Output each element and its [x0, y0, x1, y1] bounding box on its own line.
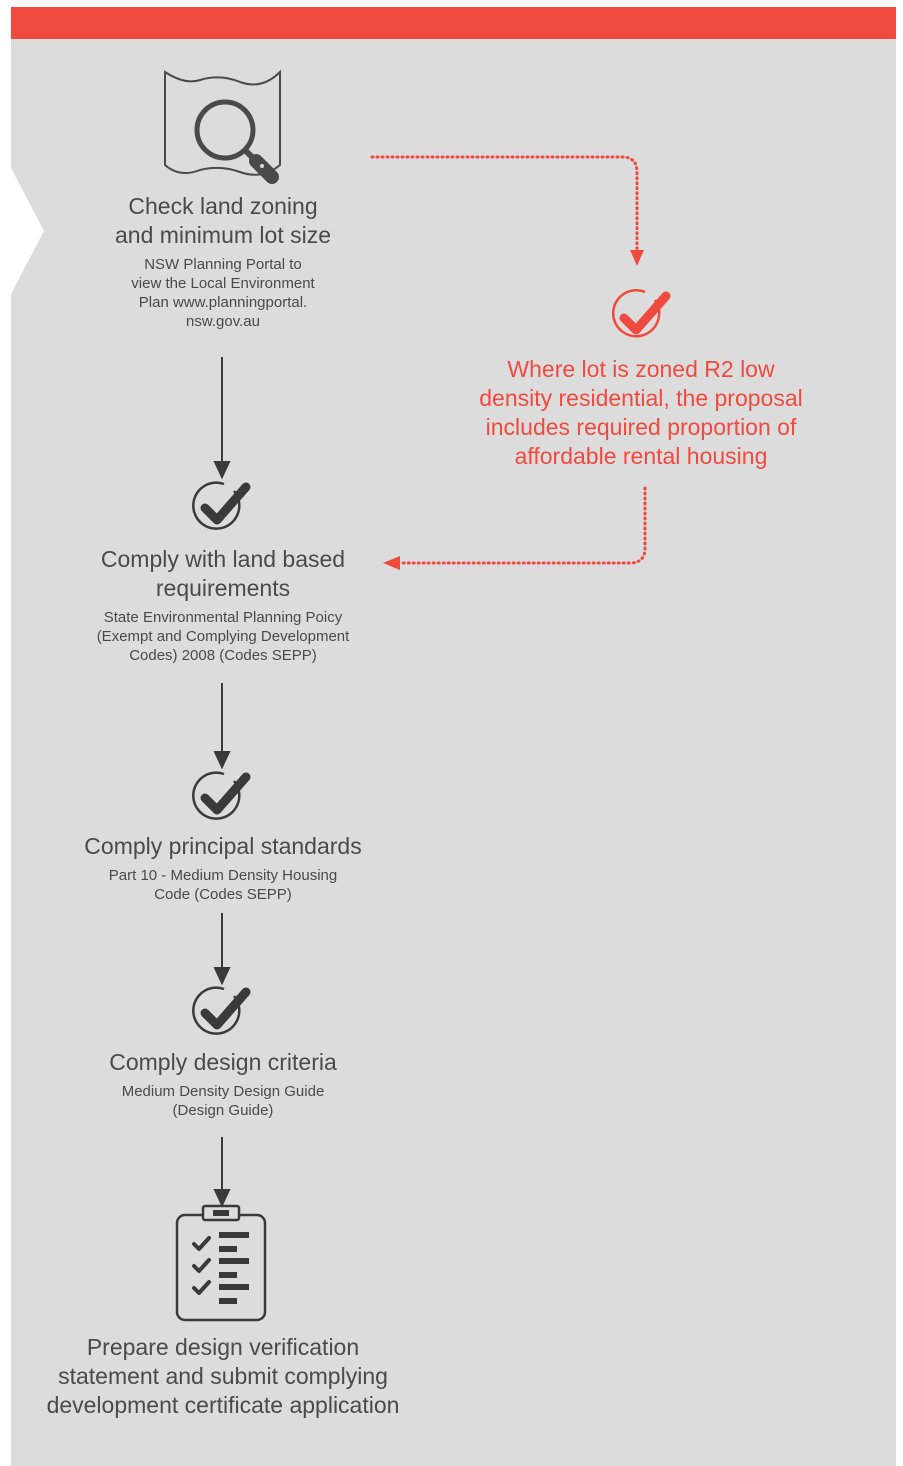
title-line: includes required proportion of	[485, 414, 797, 440]
subtitle-line: (Design Guide)	[172, 1102, 274, 1119]
title-line: Check land zoning	[128, 193, 318, 219]
subtitle-line: Medium Density Design Guide	[121, 1083, 325, 1100]
title-line: development certificate application	[46, 1392, 400, 1418]
title-line: Comply with land based	[100, 546, 346, 572]
check-circle-icon	[192, 771, 251, 820]
title-line: requirements	[155, 575, 291, 601]
subtitle-line: Code (Codes SEPP)	[154, 886, 292, 903]
chevron-marker	[11, 168, 44, 294]
dotted-arrow-to-land-based	[398, 486, 647, 565]
step-design-criteria: Comply design criteria Medium Density De…	[40, 1048, 406, 1120]
title-line: statement and submit complying	[58, 1363, 388, 1389]
check-circle-icon	[192, 481, 251, 530]
diagram-background	[11, 7, 896, 1466]
step-check-zoning: Check land zoning and minimum lot size N…	[40, 192, 406, 331]
subtitle-line: Plan www.planningportal.	[138, 294, 308, 311]
step-title: Comply with land based requirements	[40, 545, 406, 603]
step-subtitle: State Environmental Planning Poicy (Exem…	[40, 608, 406, 665]
subtitle-line: State Environmental Planning Poicy	[103, 609, 343, 626]
dotted-arrow-to-affordable	[370, 155, 639, 252]
subtitle-line: Part 10 - Medium Density Housing	[108, 867, 338, 884]
arrow-head	[213, 1189, 231, 1208]
title-line: density residential, the proposal	[479, 385, 803, 411]
step-title: Check land zoning and minimum lot size	[40, 192, 406, 250]
step-principal-standards: Comply principal standards Part 10 - Med…	[40, 832, 406, 904]
subtitle-line: Codes) 2008 (Codes SEPP)	[129, 647, 317, 664]
arrow-head	[213, 461, 231, 480]
subtitle-line: (Exempt and Complying Development	[96, 628, 350, 645]
title-line: Prepare design verification	[86, 1334, 360, 1360]
title-line: affordable rental housing	[514, 443, 768, 469]
step-title: Comply principal standards	[84, 833, 362, 859]
step-title: Comply design criteria	[109, 1049, 337, 1075]
step-subtitle: NSW Planning Portal to view the Local En…	[98, 255, 348, 331]
subtitle-line: view the Local Environment	[131, 275, 315, 292]
map-search-icon	[164, 69, 281, 184]
step-submit-application: Prepare design verification statement an…	[20, 1333, 426, 1420]
step-title: Prepare design verification statement an…	[20, 1333, 426, 1420]
step-land-based: Comply with land based requirements Stat…	[40, 545, 406, 665]
clipboard-checklist-icon	[175, 1204, 267, 1322]
step-subtitle: Part 10 - Medium Density Housing Code (C…	[40, 866, 406, 904]
step-title: Where lot is zoned R2 low density reside…	[456, 355, 826, 471]
check-circle-icon	[611, 289, 671, 338]
step-subtitle: Medium Density Design Guide (Design Guid…	[40, 1082, 406, 1120]
subtitle-line: NSW Planning Portal to	[144, 256, 302, 273]
title-line: and minimum lot size	[114, 222, 332, 248]
header-bar	[11, 7, 896, 39]
subtitle-line: nsw.gov.au	[186, 313, 260, 330]
arrow-head	[213, 751, 231, 770]
title-line: Where lot is zoned R2 low	[507, 356, 775, 382]
arrow-head	[213, 967, 231, 986]
check-circle-icon	[192, 986, 251, 1035]
step-affordable-housing: Where lot is zoned R2 low density reside…	[456, 355, 826, 471]
arrow-head-red	[383, 556, 400, 570]
arrow-head-red	[630, 250, 644, 266]
